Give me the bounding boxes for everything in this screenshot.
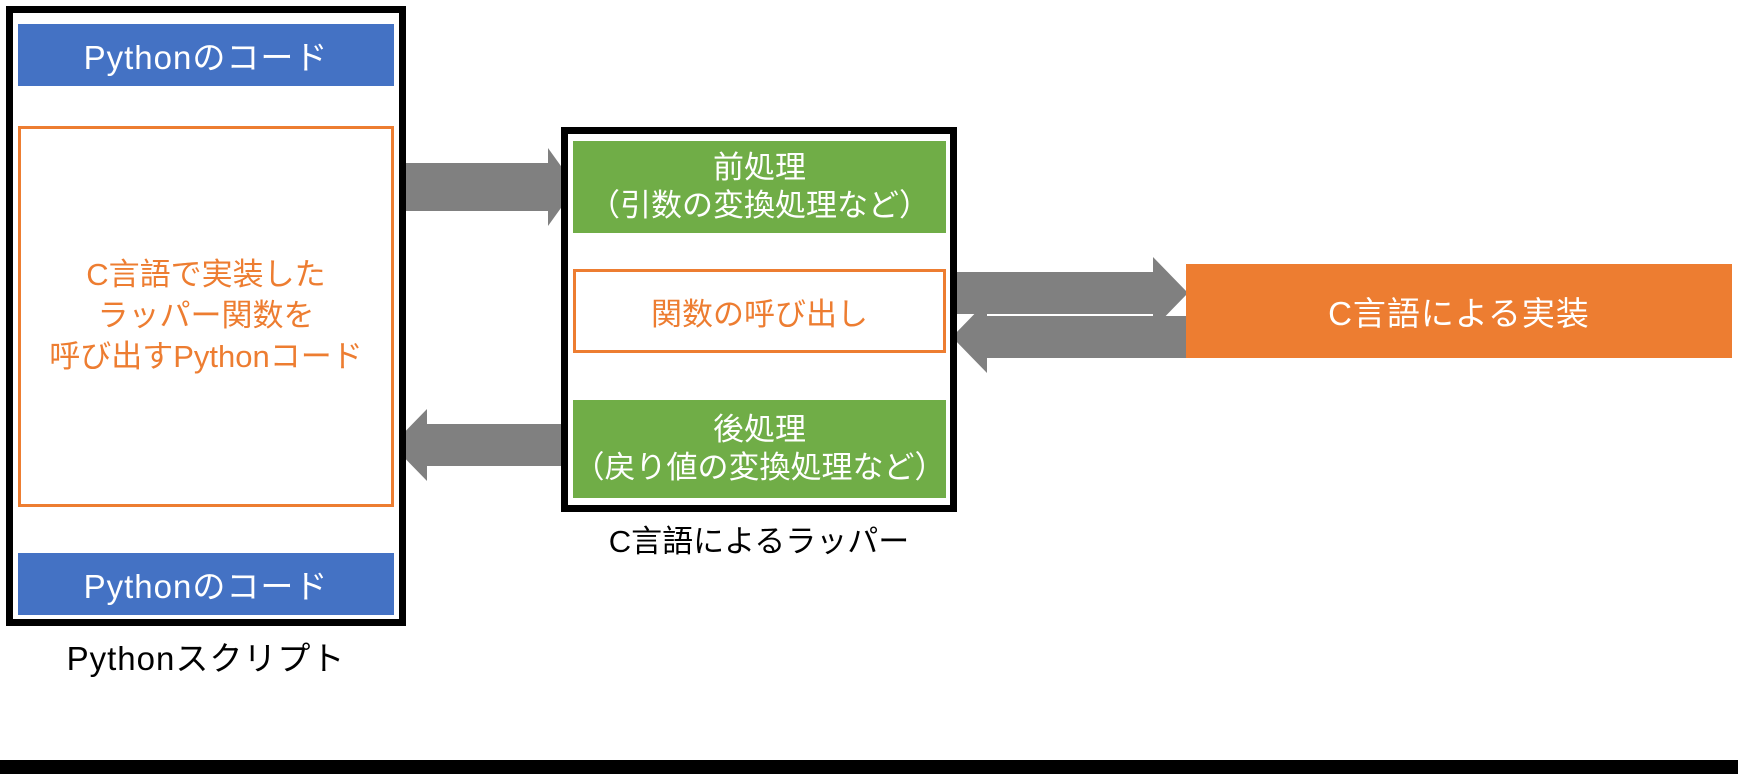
function-call-block: 関数の呼び出し bbox=[573, 269, 946, 353]
arrow-funccall-to-cimpl bbox=[950, 257, 1188, 329]
wrapper-call-python-code-block: C言語で実装した ラッパー関数を 呼び出すPythonコード bbox=[18, 126, 394, 507]
python-code-top-label: Pythonのコード bbox=[83, 39, 329, 76]
python-code-bottom-block: Pythonのコード bbox=[18, 553, 394, 615]
post-process-line-2: （戻り値の変換処理など） bbox=[573, 450, 946, 485]
post-process-line-1: 後処理 bbox=[713, 412, 806, 448]
post-process-block: 後処理 （戻り値の変換処理など） bbox=[573, 400, 946, 498]
c-wrapper-caption: C言語によるラッパー bbox=[608, 524, 910, 559]
c-implementation-label: C言語による実装 bbox=[1328, 295, 1590, 332]
wrapper-call-line-3: 呼び出すPythonコード bbox=[49, 338, 363, 374]
wrapper-call-text: C言語で実装した ラッパー関数を 呼び出すPythonコード bbox=[49, 255, 363, 378]
pre-process-line-2: （引数の変換処理など） bbox=[589, 188, 930, 223]
pre-process-line-1: 前処理 bbox=[713, 150, 806, 186]
arrow-cimpl-to-funccall bbox=[952, 301, 1188, 373]
python-code-bottom-label: Pythonのコード bbox=[83, 568, 329, 605]
python-script-caption: Pythonスクリプト bbox=[66, 640, 346, 677]
bottom-black-bar bbox=[0, 760, 1738, 774]
arrow-postprocess-to-python bbox=[392, 409, 574, 481]
function-call-label: 関数の呼び出し bbox=[651, 296, 868, 332]
c-implementation-block: C言語による実装 bbox=[1186, 264, 1732, 358]
wrapper-call-line-2: ラッパー関数を bbox=[97, 298, 315, 334]
wrapper-call-line-1: C言語で実装した bbox=[86, 257, 326, 293]
pre-process-block: 前処理 （引数の変換処理など） bbox=[573, 141, 946, 233]
arrow-python-to-preprocess bbox=[396, 148, 576, 226]
python-code-top-block: Pythonのコード bbox=[18, 24, 394, 86]
